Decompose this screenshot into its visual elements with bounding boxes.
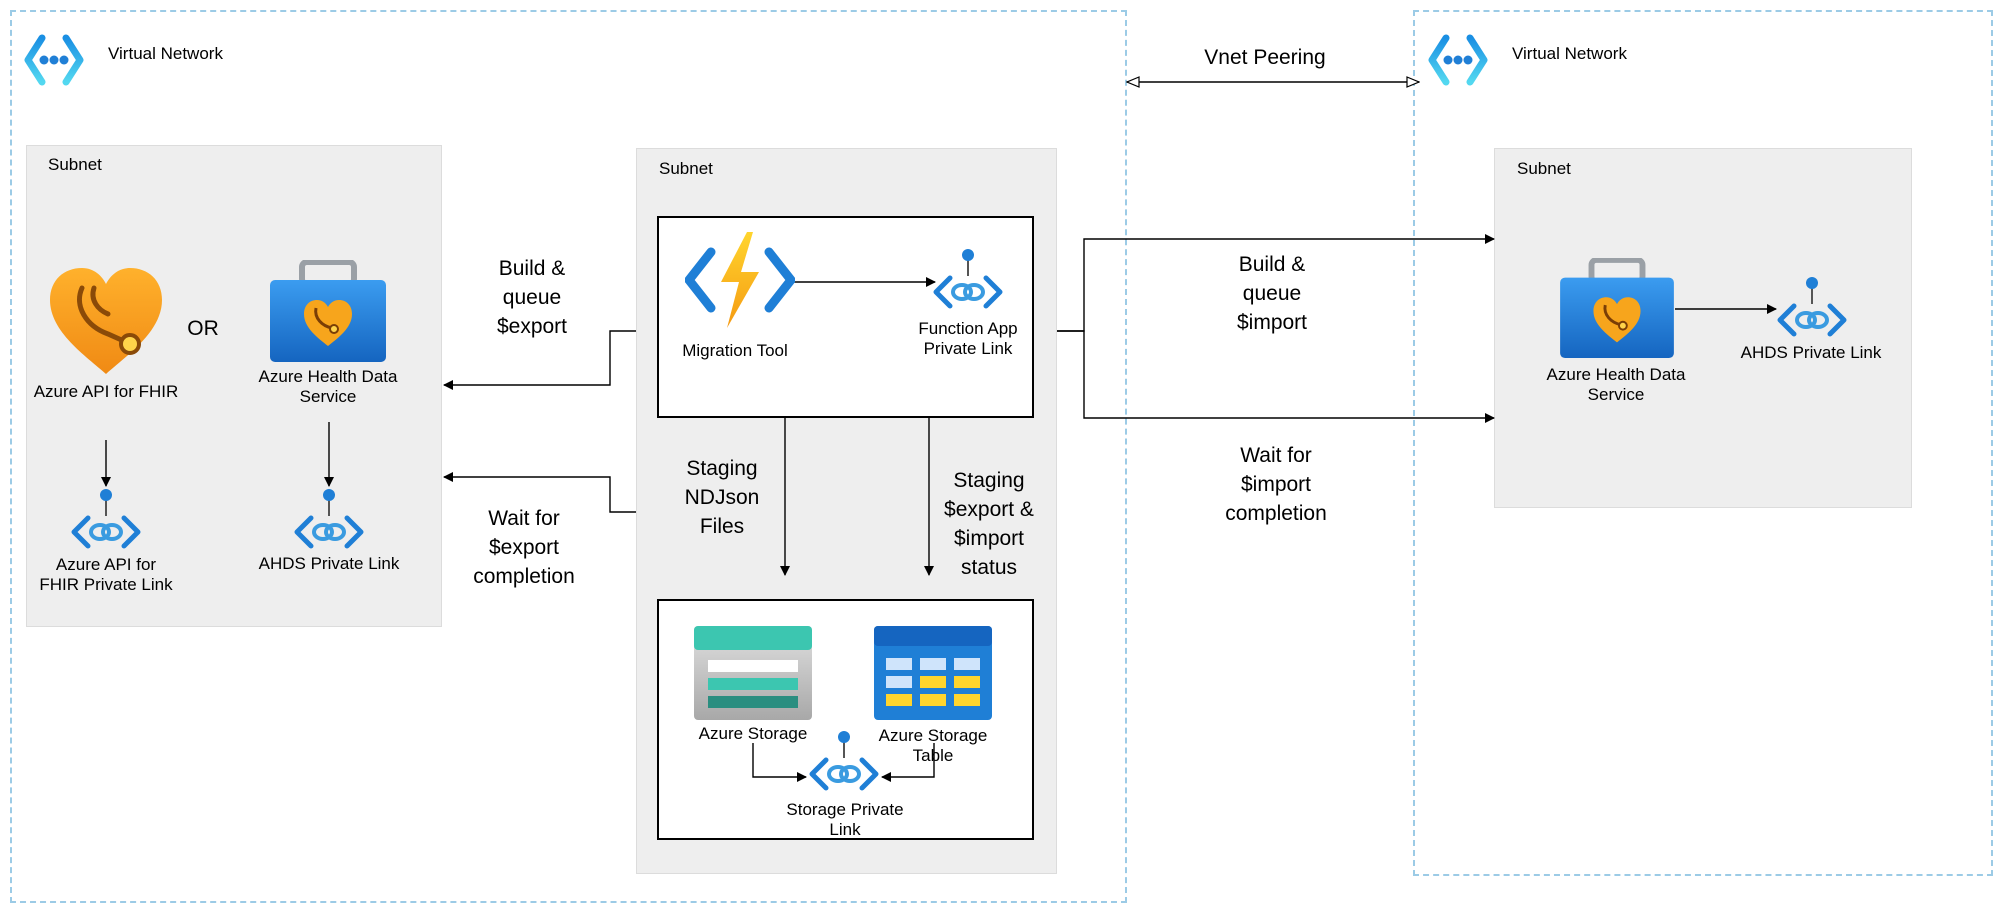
ahds-label-left: Azure Health Data Service xyxy=(258,367,398,406)
fhir-private-link-label: Azure API for FHIR Private Link xyxy=(39,555,173,594)
storage-private-link-label: Storage Private Link xyxy=(786,800,904,839)
ahds-private-link-label-right: AHDS Private Link xyxy=(1740,343,1882,362)
virtual-network-icon xyxy=(24,34,84,86)
vnet-right-label: Virtual Network xyxy=(1512,44,1627,63)
subnet-left xyxy=(26,145,442,627)
function-private-link-label: Function App Private Link xyxy=(918,319,1018,358)
subnet-right-label: Subnet xyxy=(1517,159,1571,178)
staging-ndjson-label: Staging NDJson Files xyxy=(684,457,760,538)
vnet-left-label: Virtual Network xyxy=(108,44,223,63)
fhir-label: Azure API for FHIR xyxy=(33,382,179,401)
storage-table-label: Azure Storage Table xyxy=(878,726,988,765)
private-link-icon xyxy=(809,731,879,791)
ahds-private-link-label-left: AHDS Private Link xyxy=(258,554,400,573)
azure-storage-label: Azure Storage xyxy=(698,724,808,743)
fhir-heart-icon xyxy=(50,268,162,374)
migration-tool-label: Migration Tool xyxy=(682,341,788,360)
wait-import-label: Wait for $import completion xyxy=(1225,444,1327,525)
storage-table-icon xyxy=(874,626,992,720)
function-app-icon xyxy=(685,232,795,328)
staging-status-label: Staging $export & $import status xyxy=(944,469,1034,579)
or-label: OR xyxy=(187,317,219,340)
peering-label: Vnet Peering xyxy=(1204,46,1326,69)
migration-box xyxy=(657,216,1034,418)
private-link-icon xyxy=(294,489,364,549)
build-import-label: Build & queue $import xyxy=(1236,253,1308,334)
private-link-icon xyxy=(71,489,141,549)
azure-storage-icon xyxy=(694,626,812,720)
build-export-label: Build & queue $export xyxy=(496,257,568,338)
virtual-network-left xyxy=(10,10,1127,903)
virtual-network-icon xyxy=(1428,34,1488,86)
health-data-service-icon xyxy=(270,260,386,362)
subnet-middle-label: Subnet xyxy=(659,159,713,178)
ahds-label-right: Azure Health Data Service xyxy=(1546,365,1686,404)
private-link-icon xyxy=(933,249,1003,309)
virtual-network-right xyxy=(1413,10,1993,876)
subnet-left-label: Subnet xyxy=(48,155,102,174)
wait-export-label: Wait for $export completion xyxy=(473,507,575,588)
health-data-service-icon xyxy=(1560,258,1674,359)
private-link-icon xyxy=(1777,277,1847,337)
